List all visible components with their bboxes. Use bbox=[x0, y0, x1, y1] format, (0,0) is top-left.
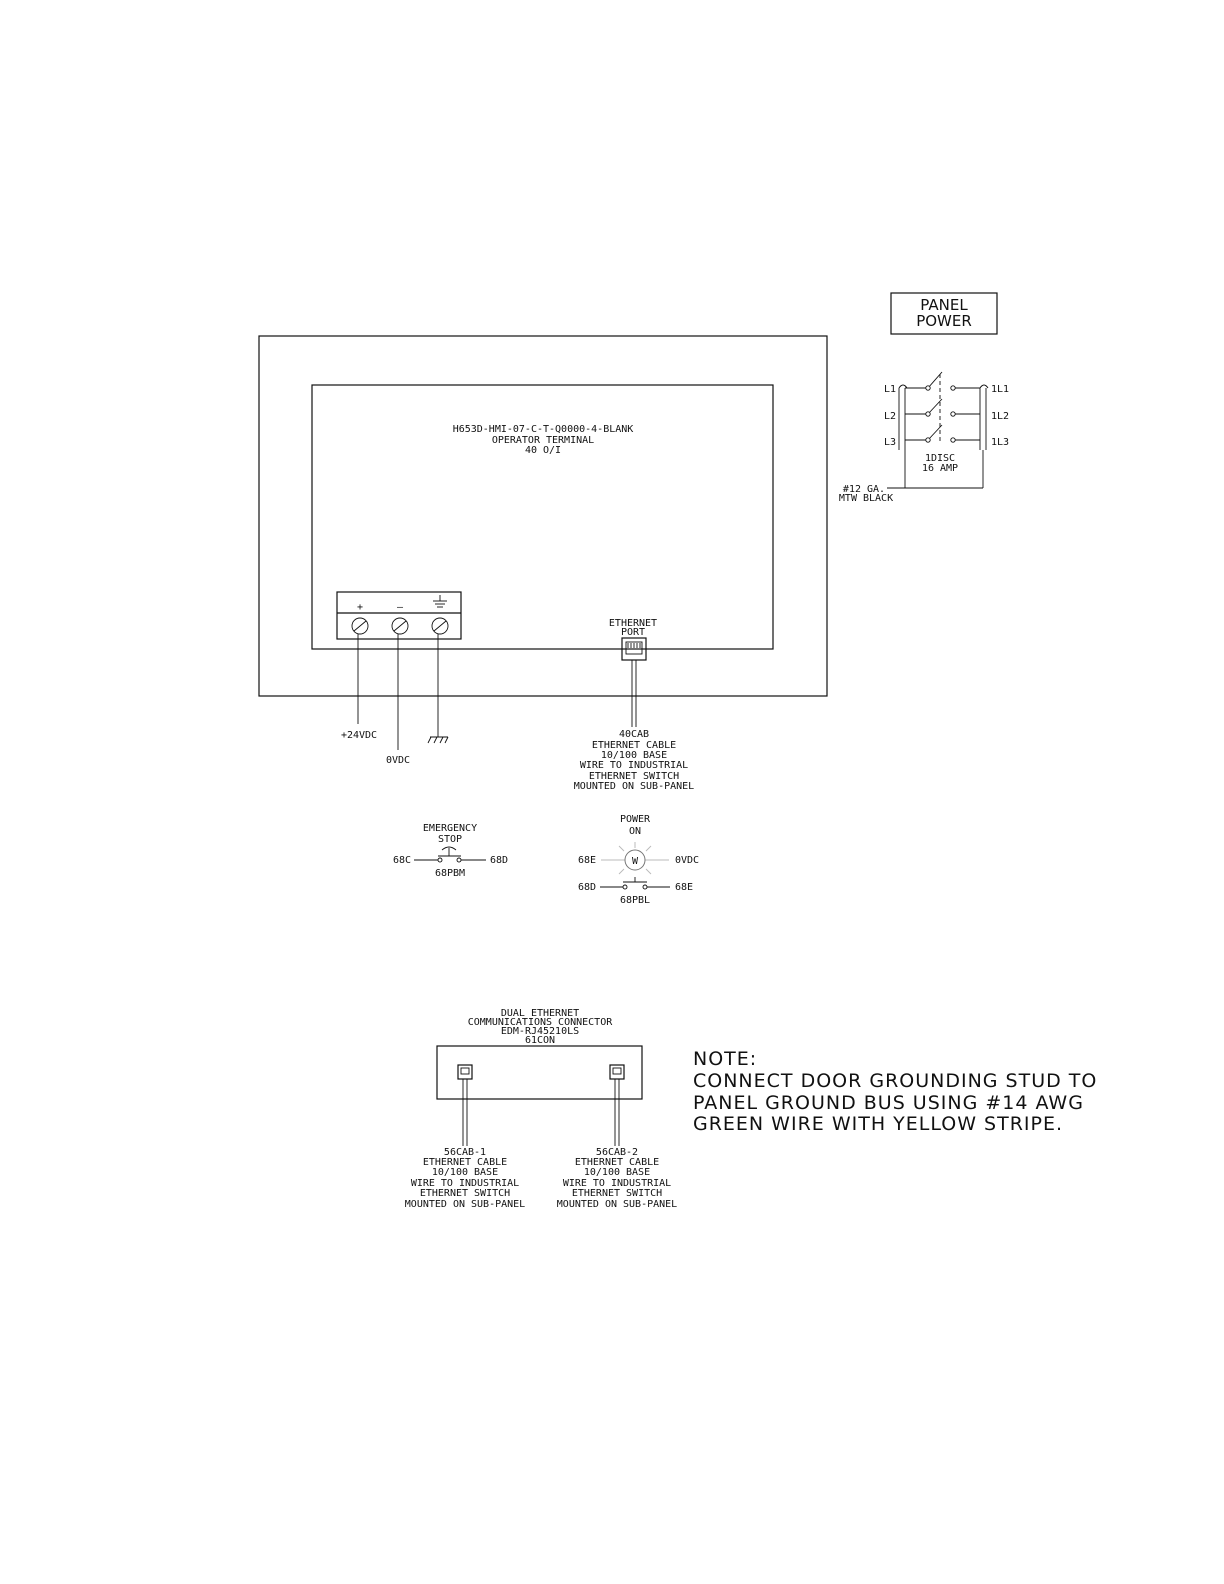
terminal-plus: + bbox=[357, 602, 363, 613]
cable-2-label: 56CAB-2 ETHERNET CABLE 10/100 BASE WIRE … bbox=[557, 1147, 677, 1210]
pilot-light-icon: W bbox=[601, 842, 669, 875]
wire-spec-line1: #12 GA. bbox=[843, 484, 885, 495]
cable-1-desc-5: MOUNTED ON SUB-PANEL bbox=[405, 1199, 525, 1210]
cable-desc-1: ETHERNET CABLE bbox=[592, 740, 676, 751]
cable-desc-3: WIRE TO INDUSTRIAL bbox=[580, 760, 688, 771]
terminal-io: 40 O/I bbox=[525, 445, 561, 456]
power-on-indicator: POWER ON 68E 0VDC W 68D 68E 68PBL bbox=[578, 814, 699, 906]
label-plus24vdc: +24VDC bbox=[341, 730, 377, 741]
pb-right-label: 68E bbox=[675, 882, 693, 893]
rj45-port-icon bbox=[457, 1064, 473, 1080]
estop-tag: 68PBM bbox=[435, 868, 465, 879]
panel-power-line2: POWER bbox=[916, 312, 972, 330]
disconnect-tag: 1DISC bbox=[925, 453, 955, 464]
cable-2-desc-5: MOUNTED ON SUB-PANEL bbox=[557, 1199, 677, 1210]
cable-1-tag: 56CAB-1 bbox=[444, 1147, 486, 1158]
estop-title1: EMERGENCY bbox=[423, 823, 477, 834]
cable-tag: 40CAB bbox=[619, 729, 649, 740]
power-on-title1: POWER bbox=[620, 814, 651, 825]
estop-title2: STOP bbox=[438, 834, 462, 845]
label-l2: L2 bbox=[884, 411, 896, 422]
cable-2-tag: 56CAB-2 bbox=[596, 1147, 638, 1158]
label-l3: L3 bbox=[884, 437, 896, 448]
note-line-3: GREEN WIRE WITH YELLOW STRIPE. bbox=[693, 1113, 1063, 1135]
disconnect-rating: 16 AMP bbox=[922, 463, 958, 474]
screw-icon bbox=[391, 617, 409, 635]
terminal-name: OPERATOR TERMINAL bbox=[492, 435, 594, 446]
connector-line1: DUAL ETHERNET bbox=[501, 1008, 579, 1019]
terminal-bezel bbox=[258, 335, 828, 697]
cable-desc-4: ETHERNET SWITCH bbox=[589, 771, 679, 782]
note-line-2: PANEL GROUND BUS USING #14 AWG bbox=[693, 1092, 1084, 1114]
disconnect-switch: L1 L2 L3 1L1 1L2 1L3 1DI bbox=[839, 371, 1009, 504]
label-0vdc: 0VDC bbox=[386, 755, 410, 766]
cable-2-desc-1: ETHERNET CABLE bbox=[575, 1157, 659, 1168]
estop-right: 68D bbox=[490, 855, 508, 866]
rj45-port-icon bbox=[621, 637, 647, 661]
connector-line3: EDM-RJ45210LS bbox=[501, 1026, 579, 1037]
connector-line4: 61CON bbox=[525, 1035, 555, 1046]
pushbutton-icon bbox=[600, 877, 670, 890]
power-on-tag: 68PBL bbox=[620, 895, 650, 906]
lamp-letter: W bbox=[632, 856, 639, 867]
connector-line2: COMMUNICATIONS CONNECTOR bbox=[468, 1017, 613, 1028]
power-on-title2: ON bbox=[629, 826, 641, 837]
mushroom-pushbutton-icon bbox=[414, 846, 486, 863]
panel-power-box bbox=[890, 292, 998, 335]
cable-desc-5: MOUNTED ON SUB-PANEL bbox=[574, 781, 694, 792]
label-1l3: 1L3 bbox=[991, 437, 1009, 448]
cable-1-desc-2: 10/100 BASE bbox=[432, 1167, 498, 1178]
rj45-port-icon bbox=[609, 1064, 625, 1080]
cable-1-desc-4: ETHERNET SWITCH bbox=[420, 1188, 510, 1199]
ethernet-port-line1: ETHERNET bbox=[609, 618, 657, 629]
cable-desc-2: 10/100 BASE bbox=[601, 750, 667, 761]
terminal-screen bbox=[311, 384, 774, 650]
chassis-ground-icon bbox=[427, 736, 449, 744]
grounding-note: NOTE: CONNECT DOOR GROUNDING STUD TO PAN… bbox=[693, 1048, 1097, 1135]
power-terminal-block: + – bbox=[336, 591, 462, 640]
estop-left: 68C bbox=[393, 855, 411, 866]
note-heading: NOTE: bbox=[693, 1048, 757, 1070]
wire-spec-line2: MTW BLACK bbox=[839, 493, 893, 504]
cable-2-desc-4: ETHERNET SWITCH bbox=[572, 1188, 662, 1199]
label-1l2: 1L2 bbox=[991, 411, 1009, 422]
screw-icon bbox=[351, 617, 369, 635]
screw-icon bbox=[431, 617, 449, 635]
cable-2-desc-2: 10/100 BASE bbox=[584, 1167, 650, 1178]
lamp-right-label: 0VDC bbox=[675, 855, 699, 866]
label-1l1: 1L1 bbox=[991, 384, 1009, 395]
connector-body bbox=[436, 1045, 643, 1100]
cable-1-label: 56CAB-1 ETHERNET CABLE 10/100 BASE WIRE … bbox=[405, 1147, 525, 1210]
note-line-1: CONNECT DOOR GROUNDING STUD TO bbox=[693, 1070, 1097, 1092]
pb-left-label: 68D bbox=[578, 882, 596, 893]
cable-2-desc-3: WIRE TO INDUSTRIAL bbox=[563, 1178, 671, 1189]
dual-ethernet-connector: DUAL ETHERNET COMMUNICATIONS CONNECTOR E… bbox=[405, 1008, 677, 1210]
operator-terminal: H653D-HMI-07-C-T-Q0000-4-BLANK OPERATOR … bbox=[258, 335, 828, 792]
cable-1-desc-3: WIRE TO INDUSTRIAL bbox=[411, 1178, 519, 1189]
ground-icon bbox=[433, 595, 447, 608]
terminal-model: H653D-HMI-07-C-T-Q0000-4-BLANK bbox=[453, 424, 634, 435]
lamp-left-label: 68E bbox=[578, 855, 596, 866]
cable-1-desc-1: ETHERNET CABLE bbox=[423, 1157, 507, 1168]
emergency-stop: EMERGENCY STOP 68C 68D 68PBM bbox=[393, 823, 508, 879]
label-l1: L1 bbox=[884, 384, 896, 395]
ethernet-port-line2: PORT bbox=[621, 627, 645, 638]
panel-power-section: PANEL POWER bbox=[890, 292, 998, 335]
panel-power-line1: PANEL bbox=[920, 296, 968, 314]
terminal-minus: – bbox=[397, 602, 404, 613]
terminal-cable-label: 40CAB ETHERNET CABLE 10/100 BASE WIRE TO… bbox=[574, 729, 694, 792]
